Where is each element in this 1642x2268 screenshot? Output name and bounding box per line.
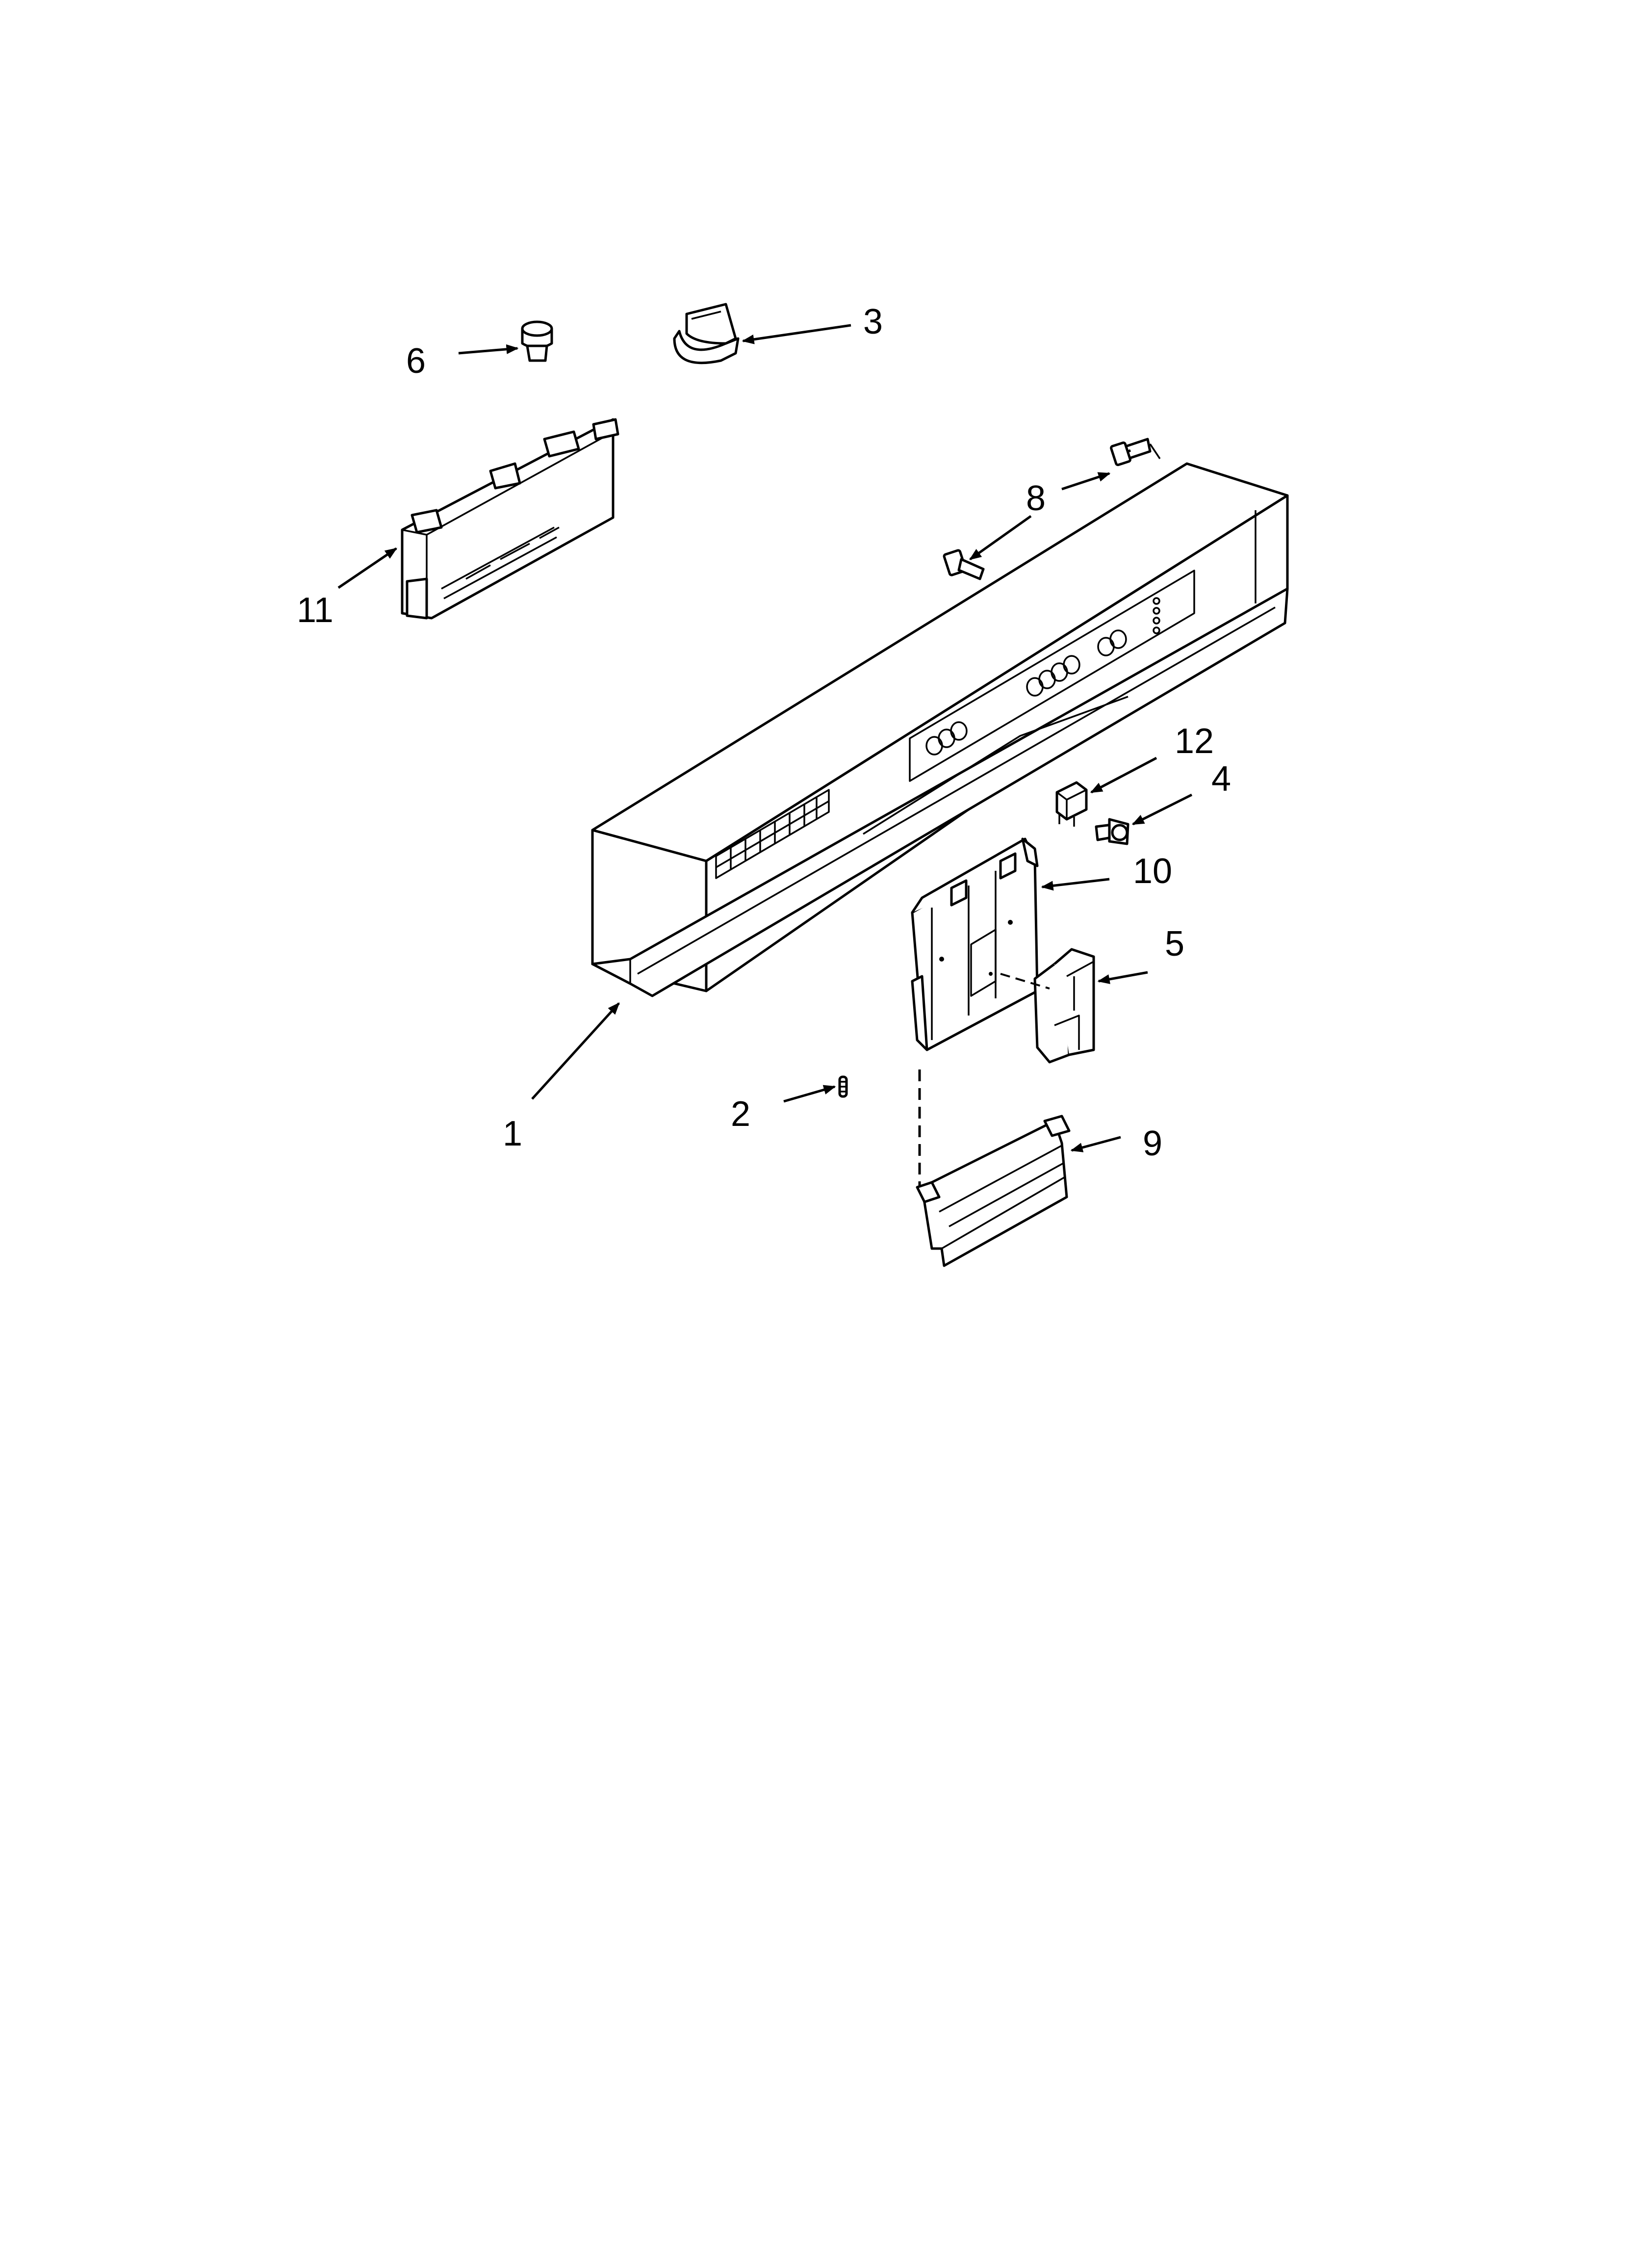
callout-3: 3 xyxy=(863,302,883,341)
panel-indicator-leds xyxy=(1153,597,1160,634)
arrow-5 xyxy=(1097,971,1148,984)
arrow-3 xyxy=(742,324,851,344)
screw-part-8-top xyxy=(1110,438,1161,467)
arrow-2 xyxy=(783,1085,836,1103)
panel-buttons-left xyxy=(925,721,968,756)
panel-buttons-right xyxy=(1097,629,1127,656)
callout-4: 4 xyxy=(1211,759,1231,799)
arrow-9 xyxy=(1070,1136,1121,1152)
arrow-6 xyxy=(458,344,519,355)
arrow-11 xyxy=(337,547,398,589)
callout-labels: 1 2 3 4 5 6 8 9 10 11 12 xyxy=(297,302,1231,1163)
callout-12: 12 xyxy=(1175,722,1214,761)
callout-1: 1 xyxy=(503,1114,522,1153)
latch-part-5 xyxy=(1033,948,1095,1064)
panel-buttons-middle xyxy=(1026,655,1080,697)
control-panel-part-1 xyxy=(591,462,1289,997)
callout-9: 9 xyxy=(1143,1124,1162,1163)
arrow-10 xyxy=(1041,878,1110,891)
spring-part-2 xyxy=(838,1075,848,1098)
callout-10: 10 xyxy=(1133,852,1172,891)
control-board-part-11 xyxy=(401,418,619,620)
switch-part-12 xyxy=(1055,781,1088,827)
callout-6: 6 xyxy=(406,341,426,381)
arrow-1 xyxy=(531,1002,620,1100)
screw-part-4 xyxy=(1095,818,1129,845)
arrow-8-top xyxy=(1061,472,1111,491)
button-part-6 xyxy=(521,320,553,362)
screw-part-8-lower xyxy=(943,549,985,580)
callout-11: 11 xyxy=(297,591,334,630)
arrow-12 xyxy=(1090,756,1157,794)
callout-2: 2 xyxy=(731,1095,750,1134)
bracket-part-10 xyxy=(911,837,1039,1051)
assembly-dashed-line-2 xyxy=(1000,973,1050,990)
bracket-part-9 xyxy=(916,1115,1071,1267)
arrow-4 xyxy=(1131,793,1193,826)
arrow-8-lower xyxy=(969,515,1032,561)
callout-8: 8 xyxy=(1026,479,1046,518)
leader-arrows xyxy=(337,324,1193,1152)
callout-5: 5 xyxy=(1165,924,1184,964)
panel-vent-grid xyxy=(715,789,830,879)
clip-part-3 xyxy=(673,303,740,365)
